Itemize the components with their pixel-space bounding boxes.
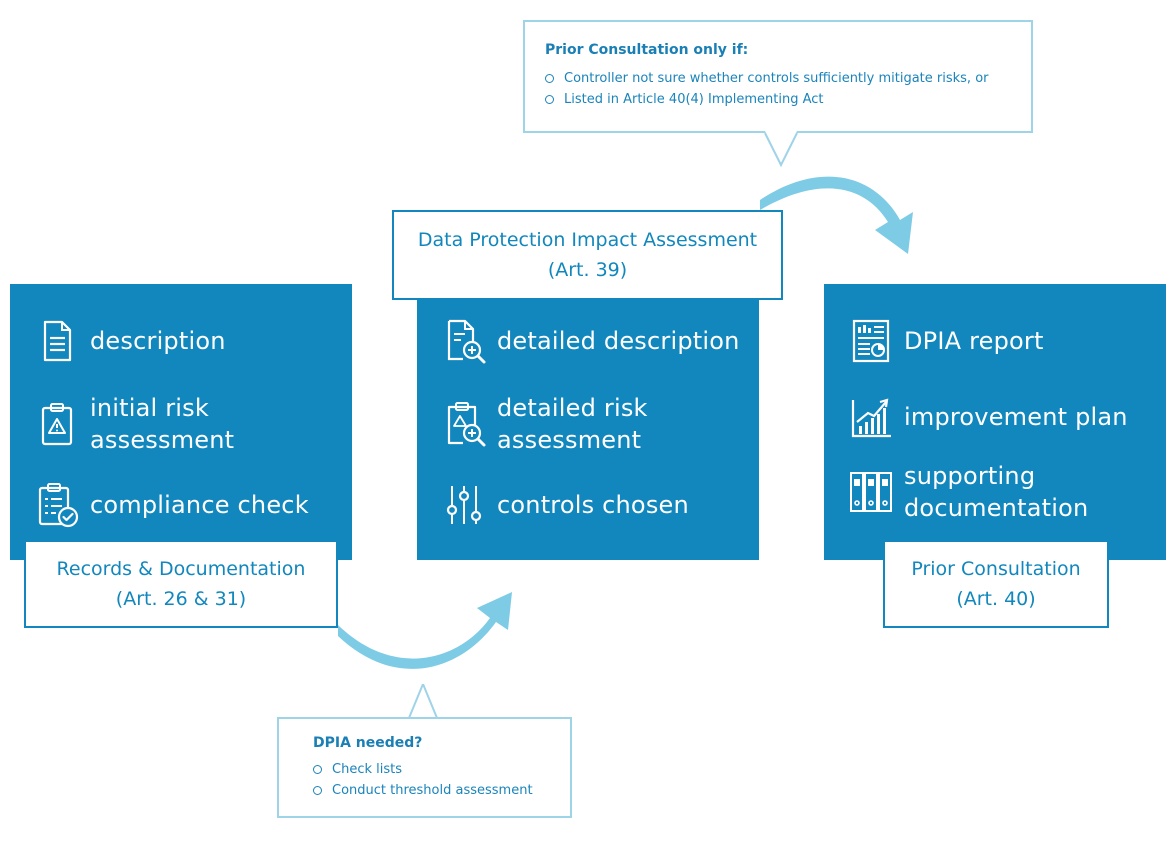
document-icon xyxy=(32,316,82,366)
prior-consultation-label: Prior Consultation (Art. 40) xyxy=(883,540,1109,628)
label-line: (Art. 39) xyxy=(547,259,628,281)
label-line: (Art. 26 & 31) xyxy=(115,588,247,610)
callout-list: Check lists Conduct threshold assessment xyxy=(313,759,570,801)
left-item-compliance: compliance check xyxy=(32,480,309,530)
bullet-circle-icon xyxy=(545,95,554,104)
document-magnify-icon xyxy=(439,316,489,366)
right-item-text: improvement plan xyxy=(904,403,1128,431)
callout-list: Controller not sure whether controls suf… xyxy=(545,68,1031,110)
sliders-icon xyxy=(439,480,489,530)
callout-item-text: Conduct threshold assessment xyxy=(332,783,533,798)
dpia-needed-callout: DPIA needed? Check lists Conduct thresho… xyxy=(277,684,572,818)
report-icon xyxy=(846,316,896,366)
prior-consultation-panel: DPIA report improvement plan supporting … xyxy=(824,284,1166,560)
label-line: Prior Consultation xyxy=(911,558,1081,580)
middle-item-text: controls chosen xyxy=(497,491,689,519)
middle-item-controls: controls chosen xyxy=(439,480,689,530)
callout-list-item: Controller not sure whether controls suf… xyxy=(545,68,1031,89)
callout-title: Prior Consultation only if: xyxy=(545,42,749,58)
right-item-supporting-documentation: supporting documentation xyxy=(846,460,1088,524)
bullet-circle-icon xyxy=(313,765,322,774)
dpia-panel: detailed description detailed risk asses… xyxy=(417,284,759,560)
right-item-text: supporting documentation xyxy=(904,462,1089,522)
left-item-initial-risk: initial risk assessment xyxy=(32,392,234,456)
callout-item-text: Check lists xyxy=(332,762,402,777)
bullet-circle-icon xyxy=(313,786,322,795)
bullet-circle-icon xyxy=(545,74,554,83)
records-documentation-panel: description initial risk assessment comp… xyxy=(10,284,352,560)
clipboard-warning-icon xyxy=(32,399,82,449)
callout-list-item: Listed in Article 40(4) Implementing Act xyxy=(545,89,1031,110)
middle-item-text: detailed description xyxy=(497,327,740,355)
right-item-text: DPIA report xyxy=(904,327,1044,355)
right-item-improvement-plan: improvement plan xyxy=(846,392,1128,442)
callout-list-item: Conduct threshold assessment xyxy=(313,780,570,801)
checklist-check-icon xyxy=(32,480,82,530)
left-item-text: compliance check xyxy=(90,491,309,519)
callout-box: Prior Consultation only if: Controller n… xyxy=(523,20,1033,133)
left-item-text: initial risk assessment xyxy=(90,394,235,454)
middle-item-detailed-description: detailed description xyxy=(439,316,740,366)
flow-arrow-middle-to-right xyxy=(760,176,913,254)
growth-chart-icon xyxy=(846,392,896,442)
middle-item-detailed-risk: detailed risk assessment xyxy=(439,392,648,456)
label-line: (Art. 40) xyxy=(956,588,1036,610)
records-documentation-label: Records & Documentation (Art. 26 & 31) xyxy=(24,540,338,628)
label-line: Data Protection Impact Assessment xyxy=(417,229,758,251)
callout-pointer xyxy=(408,684,438,719)
prior-consultation-callout: Prior Consultation only if: Controller n… xyxy=(523,20,1033,168)
dpia-label: Data Protection Impact Assessment (Art. … xyxy=(392,210,783,300)
left-item-description: description xyxy=(32,316,226,366)
left-item-text: description xyxy=(90,327,226,355)
clipboard-magnify-icon xyxy=(439,399,489,449)
label-line: Records & Documentation xyxy=(56,558,306,580)
callout-box: DPIA needed? Check lists Conduct thresho… xyxy=(277,717,572,818)
callout-list-item: Check lists xyxy=(313,759,570,780)
right-item-dpia-report: DPIA report xyxy=(846,316,1044,366)
callout-pointer xyxy=(764,131,798,168)
binders-icon xyxy=(846,467,896,517)
middle-item-text: detailed risk assessment xyxy=(497,394,648,454)
callout-item-text: Controller not sure whether controls suf… xyxy=(564,71,989,86)
callout-item-text: Listed in Article 40(4) Implementing Act xyxy=(564,92,824,107)
callout-title: DPIA needed? xyxy=(313,735,423,751)
flow-arrow-left-to-middle xyxy=(338,592,512,669)
